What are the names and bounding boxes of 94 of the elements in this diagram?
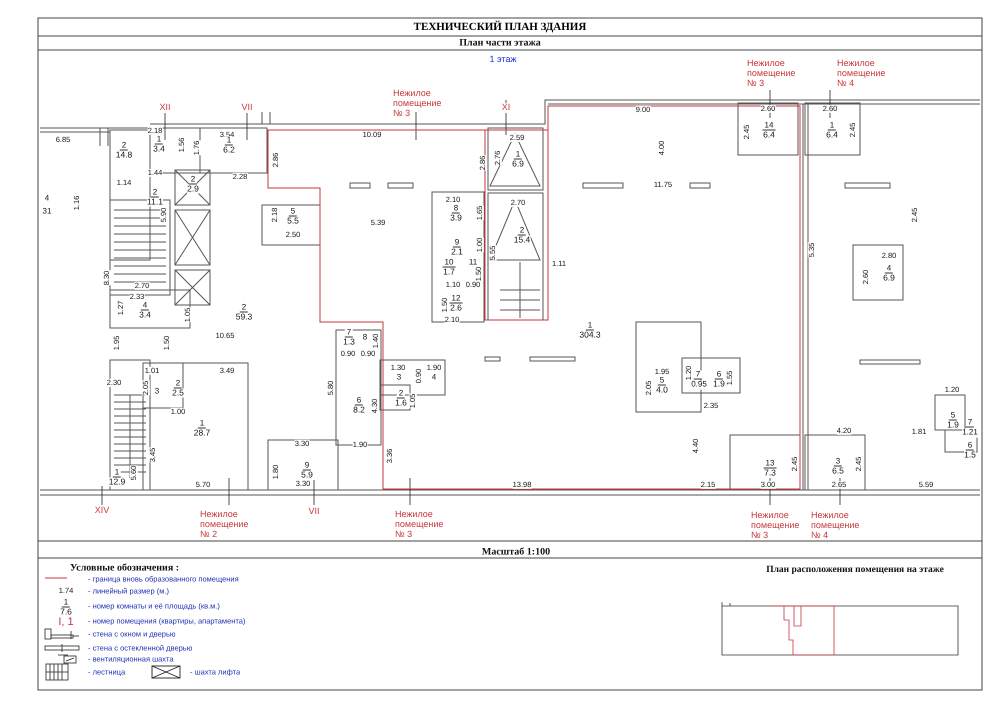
- room-number: 2: [240, 304, 248, 312]
- room-area: 1.7: [443, 268, 455, 276]
- room-number: 9: [302, 462, 312, 470]
- room-number: 2: [396, 390, 406, 398]
- room-area: 304.3: [579, 330, 601, 340]
- room-area: 6.4: [763, 130, 775, 140]
- section-mark-label: XII: [160, 103, 170, 113]
- inset-heading: План расположения помещения на этаже: [766, 564, 944, 576]
- room-area: 7.3: [764, 468, 776, 478]
- scale-label: Масштаб 1:100: [482, 546, 550, 558]
- room-number: 7: [344, 328, 354, 338]
- room-area: 11.1: [147, 198, 163, 206]
- room-number: 1: [828, 122, 836, 130]
- room-number: 4: [884, 264, 894, 274]
- room-area: 6.4: [826, 130, 838, 140]
- room-area: 3.4: [153, 144, 165, 154]
- room-number: 8: [452, 204, 460, 214]
- room-number: 2: [150, 188, 160, 198]
- room-number: 1: [224, 136, 234, 146]
- room-number: 1: [514, 150, 522, 160]
- room-number: 14: [762, 122, 776, 130]
- legend-sample-text: I, 1: [58, 616, 74, 628]
- section-mark-label: XIV: [94, 506, 110, 516]
- room-number: 5: [658, 376, 666, 386]
- room-number: 10: [442, 258, 456, 268]
- room-area: 1.5: [964, 450, 976, 460]
- room-number: 7: [966, 418, 974, 428]
- room-label: 4: [44, 194, 50, 204]
- section-heading: План части этажа: [459, 38, 541, 48]
- premises-label: Нежилое помещение № 3: [747, 58, 796, 88]
- room-area: 7.6: [60, 608, 72, 616]
- premises-label: Нежилое помещение № 3: [393, 88, 442, 118]
- room-number: 7: [694, 370, 702, 380]
- room-number: 1: [112, 468, 122, 478]
- room-number: 2: [518, 226, 526, 236]
- room-number: 2: [174, 380, 182, 388]
- room-area: 14.8: [116, 150, 132, 160]
- room-area: 28.7: [194, 428, 210, 438]
- room-area: 6.9: [883, 274, 895, 282]
- premises-label: Нежилое помещение № 3: [751, 510, 800, 540]
- premises-label: Нежилое помещение № 4: [811, 510, 860, 540]
- room-area: 12.9: [108, 478, 126, 486]
- room-number: 6: [966, 442, 974, 450]
- section-mark-label: VII: [242, 103, 252, 113]
- room-number: 1: [198, 420, 206, 428]
- room-area: 5.9: [301, 470, 313, 480]
- room-area: 5.5: [287, 216, 299, 226]
- section-mark-label: XI: [502, 103, 510, 113]
- room-area: 2.5: [172, 388, 184, 398]
- room-area: 6.2: [223, 146, 235, 154]
- room-area: 3.9: [450, 214, 462, 222]
- section-mark-label: VII: [308, 507, 320, 517]
- floor-label: 1 этаж: [490, 55, 516, 65]
- room-number: 1: [62, 598, 70, 608]
- room-number: 13: [764, 460, 776, 468]
- room-label: 31: [42, 208, 52, 216]
- room-number: 4: [140, 302, 150, 310]
- room-label: 8: [362, 334, 368, 342]
- room-label: 4: [432, 374, 436, 382]
- room-area: 1.9: [947, 420, 959, 430]
- room-area: 2.9: [187, 184, 199, 194]
- room-area: 2.6: [450, 304, 462, 312]
- room-label: 11: [468, 258, 478, 268]
- room-area: 1.9: [713, 380, 725, 388]
- room-area: 4.0: [656, 386, 668, 394]
- room-number: 5: [948, 412, 958, 420]
- premises-label: Нежилое помещение № 4: [837, 58, 886, 88]
- room-area: 8.2: [353, 406, 365, 414]
- room-area: 1.6: [395, 398, 407, 408]
- room-number: 2: [120, 142, 128, 150]
- legend-heading: Условные обозначения :: [70, 562, 180, 574]
- room-number: 12: [450, 294, 462, 304]
- room-area: 1.3: [343, 338, 355, 346]
- drawing-title: ТЕХНИЧЕСКИЙ ПЛАН ЗДАНИЯ: [414, 21, 586, 33]
- room-area: 15.4: [514, 236, 530, 244]
- room-label: 3: [154, 388, 160, 396]
- premises-label: Нежилое помещение № 3: [395, 509, 444, 539]
- room-number: 2: [188, 176, 198, 184]
- room-label: 1.21: [962, 428, 978, 438]
- room-number: 1: [154, 136, 164, 144]
- room-area: 2.1: [451, 248, 463, 256]
- room-area: 59.3: [236, 312, 252, 322]
- room-number: 5: [288, 208, 298, 216]
- premises-label: Нежилое помещение № 2: [200, 509, 250, 539]
- room-area: 3.4: [139, 310, 151, 320]
- room-area: 6.5: [832, 466, 844, 476]
- room-number: 6: [714, 370, 724, 380]
- room-area: 6.9: [512, 160, 524, 168]
- room-number: 1: [586, 322, 594, 330]
- room-number: 6: [354, 396, 364, 406]
- room-number: 3: [834, 458, 842, 466]
- room-number: 9: [452, 238, 462, 248]
- room-label: 3: [396, 374, 402, 382]
- room-label: 0.95: [691, 380, 707, 390]
